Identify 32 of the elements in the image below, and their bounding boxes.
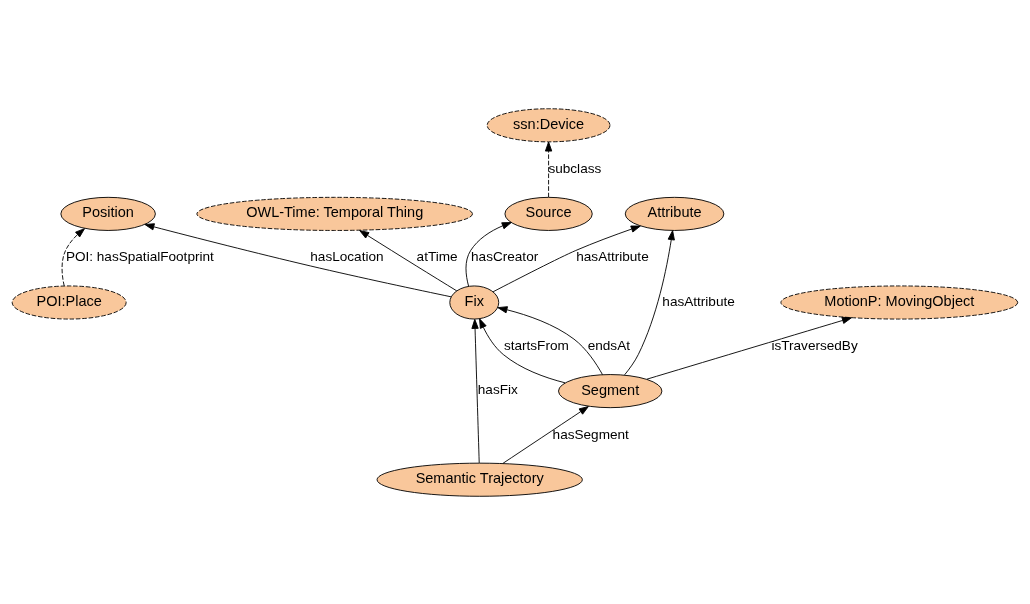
edge-label: POI: hasSpatialFootprint [65, 248, 214, 264]
edge-label: isTraversedBy [771, 337, 858, 353]
arrow [624, 229, 675, 375]
node-ellipse: MotionP: MovingObject [780, 285, 1019, 319]
node-ellipse: Semantic Trajectory [376, 462, 583, 497]
edge-label: endsAt [587, 337, 630, 353]
arrow [465, 221, 512, 287]
node-ellipse: Source [504, 196, 593, 231]
arrow [479, 317, 566, 383]
arrow [492, 225, 641, 292]
node-ellipse: Segment [558, 373, 663, 408]
edge-label: subclass [548, 160, 602, 176]
edge-label: atTime [416, 248, 458, 264]
edge-label: hasAttribute [576, 248, 649, 264]
edge-label: hasLocation [310, 248, 384, 264]
arrow [646, 316, 852, 380]
arrow [144, 222, 452, 297]
edge-label: hasCreator [471, 248, 539, 264]
node-ellipse: ssn:Device [486, 107, 611, 142]
node-ellipse: OWL-Time: Temporal Thing [196, 196, 473, 231]
edge-label: startsFrom [503, 337, 569, 353]
arrow [502, 405, 589, 464]
arrow [544, 141, 553, 198]
arrow [497, 305, 603, 375]
edge-label: hasSegment [552, 426, 629, 442]
arrow [61, 227, 85, 286]
node-ellipse: Fix [449, 285, 500, 319]
edge-label: hasFix [477, 381, 518, 397]
arrow [359, 229, 458, 291]
node-ellipse: POI:Place [11, 285, 127, 319]
edge-label: hasAttribute [662, 293, 735, 309]
arrow [471, 318, 480, 463]
